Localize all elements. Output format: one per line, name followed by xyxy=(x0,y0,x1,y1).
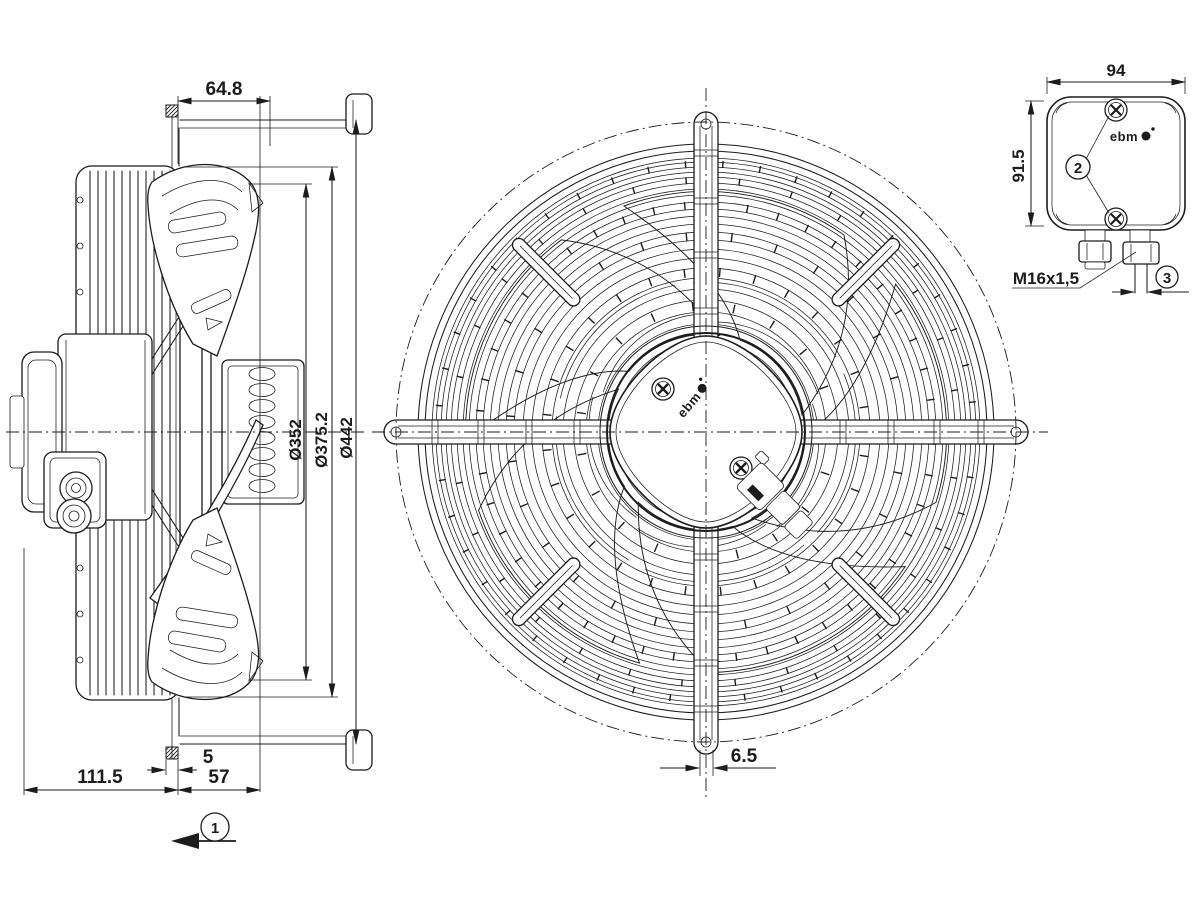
screw-callout-2: 2 xyxy=(1065,115,1110,214)
dim-6-5-label: 6.5 xyxy=(731,746,758,767)
gland-thread-label: M16x1,5 xyxy=(1012,251,1137,289)
dim-91-5: 91.5 xyxy=(1009,99,1044,228)
box-ebm-logo: ebm xyxy=(1110,127,1155,144)
view-callout-1-label: 1 xyxy=(211,820,219,837)
box-screw-top xyxy=(1104,98,1128,122)
box-screw-bottom xyxy=(1104,207,1128,231)
front-view: ebm 6.5 xyxy=(372,88,1048,800)
screw-callout-2-label: 2 xyxy=(1074,160,1082,177)
dim-57-label: 57 xyxy=(208,767,229,788)
dim-94-label: 94 xyxy=(1107,61,1126,80)
dim-64-8-label: 64.8 xyxy=(206,79,243,100)
dim-dia-352: Ø352 xyxy=(250,182,312,682)
cable-gland-right xyxy=(1122,229,1160,294)
rotor-fins xyxy=(248,367,276,493)
guard-clip-top xyxy=(165,104,179,168)
dim-57: 57 xyxy=(176,767,262,794)
guard-hub: ebm xyxy=(599,325,813,539)
dim-dia-375-2-label: Ø375.2 xyxy=(312,412,331,468)
hub-screw-1 xyxy=(651,377,675,401)
blade-top xyxy=(147,163,260,357)
terminal-box-detail: ebm 2 94 91.5 xyxy=(1009,61,1189,296)
view-callout-1: 1 xyxy=(171,812,236,849)
dim-dia-442-label: Ø442 xyxy=(337,417,356,459)
ebm-logo-mark xyxy=(1141,131,1151,141)
cable-callout-3-label: 3 xyxy=(1163,270,1171,287)
dim-94: 94 xyxy=(1045,61,1187,94)
cable-gland-side-1 xyxy=(59,471,93,505)
hub-cable-clamp xyxy=(736,450,813,539)
dim-dia-352-label: Ø352 xyxy=(286,419,305,461)
dim-5-label: 5 xyxy=(203,747,214,768)
dim-64-8: 64.8 xyxy=(176,79,272,164)
dim-111-5: 111.5 xyxy=(22,548,180,795)
box-ebm-logo-text: ebm xyxy=(1110,129,1138,144)
cable-gland-left xyxy=(1078,229,1112,270)
hub-screw-2 xyxy=(729,456,753,480)
side-view: 64.8 Ø352 Ø375.2 Ø442 5 xyxy=(6,79,373,849)
cable-gland-side-2 xyxy=(56,498,92,534)
dim-5: 5 xyxy=(147,747,214,795)
motor-assembly xyxy=(9,333,153,534)
ebm-logo-mark xyxy=(697,383,707,393)
impeller-blades-side xyxy=(147,163,264,701)
guard-clip-bottom xyxy=(165,698,179,760)
guard-diagonal-struts xyxy=(511,237,901,627)
dim-6-5: 6.5 xyxy=(660,746,776,776)
dim-dia-375-2: Ø375.2 xyxy=(184,165,338,699)
dim-dia-442: Ø442 xyxy=(337,118,360,746)
dim-111-5-label: 111.5 xyxy=(77,767,123,788)
gland-thread-text: M16x1,5 xyxy=(1013,269,1079,288)
blade-bottom xyxy=(147,507,260,701)
cable-callout-3: 3 xyxy=(1112,265,1189,296)
dim-91-5-label: 91.5 xyxy=(1009,149,1028,182)
